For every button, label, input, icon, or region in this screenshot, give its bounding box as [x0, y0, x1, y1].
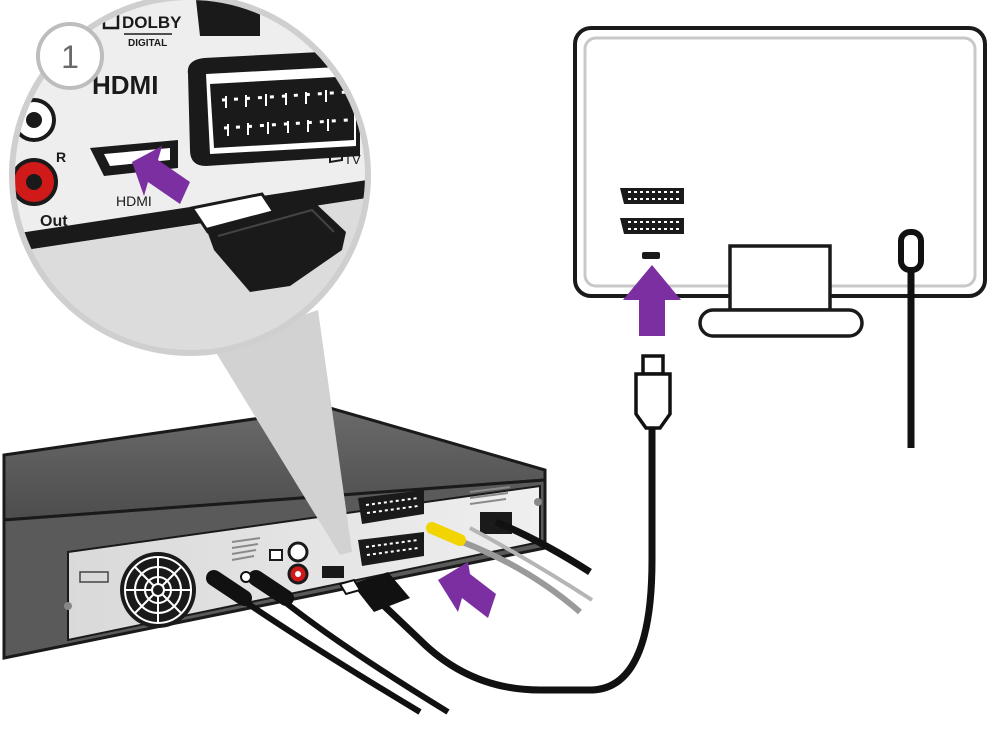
- aerial-cables: [206, 570, 450, 715]
- tv-rear: [573, 26, 987, 448]
- zoom-hdmi-logo: HDMI: [92, 70, 158, 100]
- rca-white-port: [287, 541, 309, 563]
- set-top-box: [2, 406, 547, 660]
- zoom-audio-out-label: Out: [40, 213, 68, 230]
- box-power-cable: [494, 518, 592, 575]
- screw-icon: [64, 602, 72, 610]
- box-text-lines: [231, 537, 261, 561]
- zoom-beam: [212, 310, 352, 555]
- zoom-audio-r-label: R: [56, 149, 66, 165]
- box-scart-lower: [358, 532, 424, 566]
- tv-hdmi-arrow: [623, 265, 681, 336]
- tv-icon: [329, 148, 343, 164]
- hdmi-plug-box-end: [338, 572, 410, 612]
- tv-power-plug: [898, 229, 924, 273]
- step-number: 1: [61, 39, 79, 75]
- box-hdmi-arrow: [438, 562, 496, 618]
- zoom-callout: Out R DOLBY DIGITAL HDMI HDMI: [9, 0, 371, 356]
- zoom-dolby-label: DOLBY: [122, 13, 182, 32]
- tv-scart-port-lower: [620, 218, 684, 234]
- zoom-digital-label: DIGITAL: [128, 38, 167, 49]
- tv-stand-neck: [728, 244, 832, 312]
- screw-icon: [534, 498, 542, 506]
- tv-scart-port-upper: [620, 188, 684, 204]
- zoom-panel-edge: [12, 178, 368, 254]
- hdmi-plug-tv-end: [634, 354, 672, 430]
- box-label-plate: [79, 571, 109, 583]
- box-text-lines: [469, 486, 511, 505]
- zoom-hdmi-plug: [189, 192, 346, 292]
- fan-grille: [120, 552, 196, 628]
- zoom-hdmi-arrow: [132, 146, 190, 204]
- zoom-hdmi-port-label: HDMI: [116, 193, 152, 209]
- zoom-scart-label: TV: [344, 152, 361, 167]
- optical-port: [269, 549, 283, 561]
- box-scart-upper: [358, 490, 424, 524]
- tv-stand-base: [698, 308, 864, 338]
- hdmi-cable: [374, 421, 656, 694]
- tv-hdmi-port: [642, 252, 660, 259]
- zoom-scart-port: [187, 50, 360, 166]
- zoom-circle-border: [9, 0, 371, 356]
- box-hdmi-port: [322, 566, 344, 578]
- step-badge: [36, 22, 104, 90]
- yellow-video-cable: [426, 522, 594, 615]
